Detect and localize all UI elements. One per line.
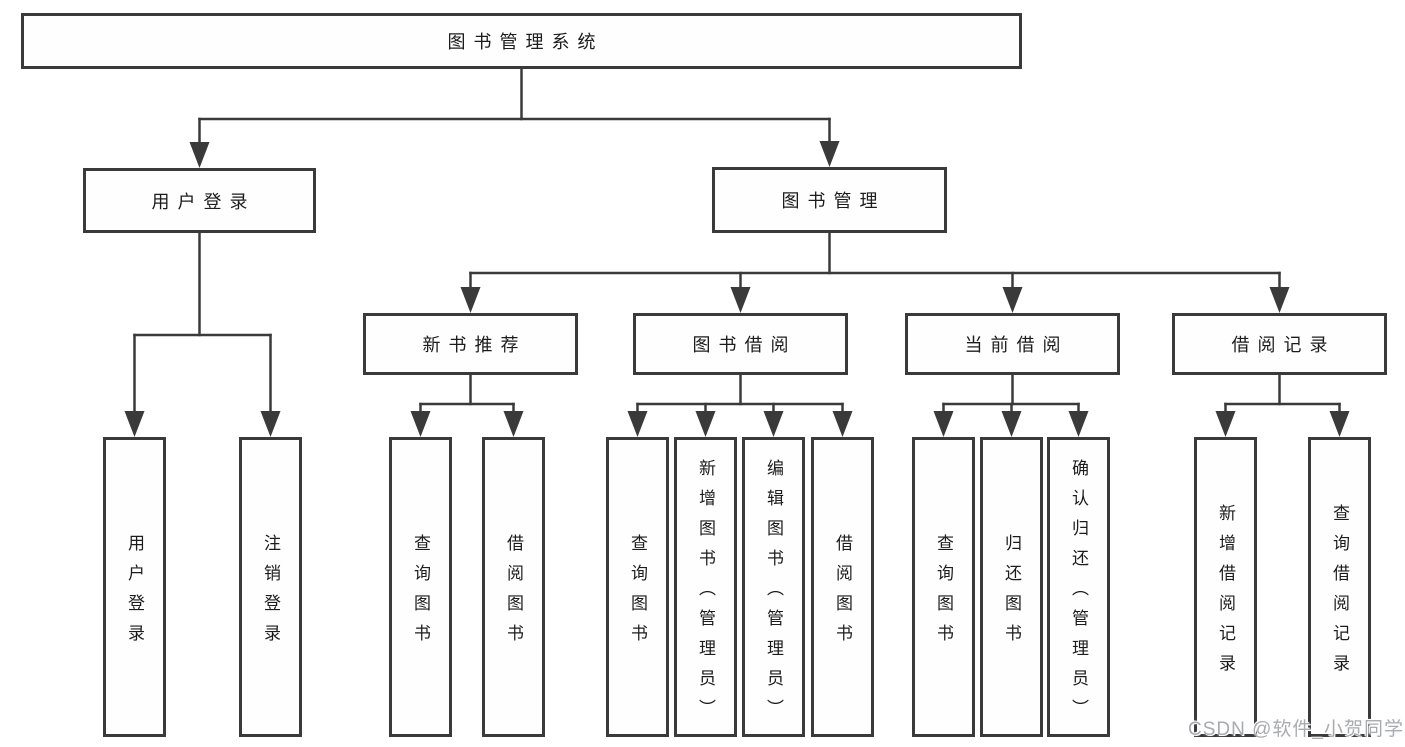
leaf-label: 新增图书（管理员） [696, 458, 715, 729]
leaf-borrow-books: 借阅图书 [811, 437, 874, 737]
leaf-user-login: 用户登录 [103, 437, 166, 737]
leaf-label: 借阅图书 [504, 533, 523, 654]
node-current-borrowing: 当前借阅 [905, 313, 1120, 375]
node-user-login: 用户登录 [83, 168, 316, 233]
leaf-logout: 注销登录 [239, 437, 302, 737]
node-label: 用户登录 [151, 191, 256, 212]
node-label: 当前借阅 [964, 335, 1069, 355]
leaf-label: 借阅图书 [833, 533, 852, 654]
leaf-query-books-current: 查询图书 [912, 437, 975, 737]
leaf-confirm-return-admin: 确认归还（管理员） [1047, 437, 1110, 737]
leaf-label: 查询借阅记录 [1330, 503, 1349, 684]
leaf-label: 用户登录 [125, 533, 144, 654]
node-label: 新书推荐 [422, 335, 527, 355]
node-borrowing-records: 借阅记录 [1172, 313, 1387, 375]
leaf-add-borrow-record: 新增借阅记录 [1194, 437, 1257, 737]
leaf-label: 注销登录 [261, 533, 280, 654]
leaf-query-books-borrowing: 查询图书 [606, 437, 669, 737]
leaf-label: 查询图书 [934, 533, 953, 654]
leaf-query-borrow-record: 查询借阅记录 [1308, 437, 1371, 737]
leaf-borrow-books-recommend: 借阅图书 [482, 437, 545, 737]
leaf-edit-book-admin: 编辑图书（管理员） [742, 437, 805, 737]
node-label: 借阅记录 [1231, 335, 1336, 355]
leaf-label: 新增借阅记录 [1216, 503, 1235, 684]
leaf-label: 查询图书 [628, 533, 647, 654]
leaf-label: 归还图书 [1002, 533, 1021, 654]
leaf-label: 编辑图书（管理员） [764, 458, 783, 729]
node-label: 图书管理 [781, 191, 886, 211]
csdn-watermark: CSDN @软件_小贺同学 [1188, 719, 1404, 740]
node-book-borrowing: 图书借阅 [633, 313, 848, 375]
leaf-return-book: 归还图书 [980, 437, 1043, 737]
leaf-query-books-recommend: 查询图书 [389, 437, 452, 737]
node-book-management: 图书管理 [712, 167, 947, 233]
node-label: 图书借阅 [692, 335, 797, 355]
node-new-book-recommend: 新书推荐 [363, 313, 578, 375]
leaf-add-book-admin: 新增图书（管理员） [674, 437, 737, 737]
leaf-label: 确认归还（管理员） [1069, 458, 1088, 729]
leaf-label: 查询图书 [411, 533, 430, 654]
node-label: 图书管理系统 [447, 32, 604, 52]
node-library-management-system: 图书管理系统 [21, 13, 1022, 69]
